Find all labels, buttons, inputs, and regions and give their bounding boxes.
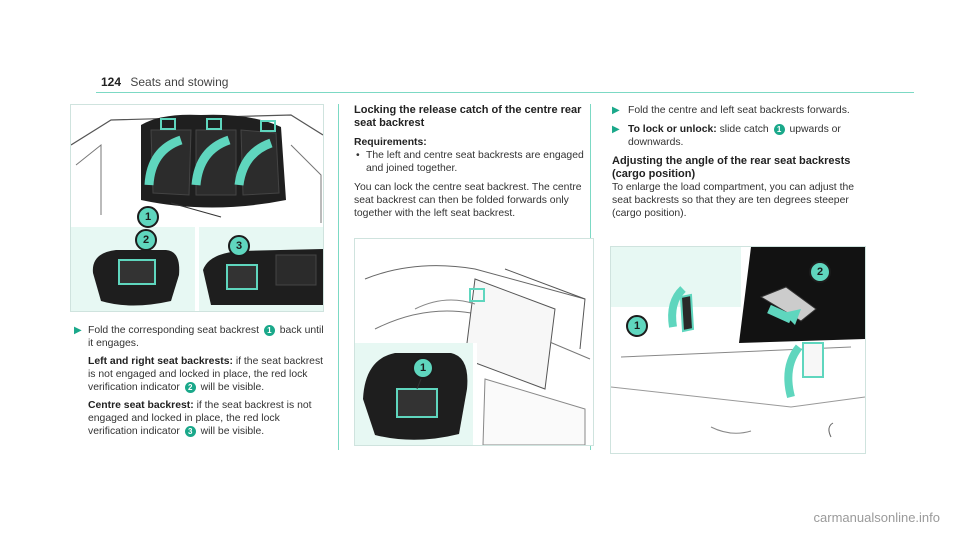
lock-text: slide catch [719, 124, 769, 135]
callout-2: 2 [135, 229, 157, 251]
seat-backrest-illustration [71, 105, 323, 311]
step1-tail: back until it engages. [88, 325, 324, 349]
figure-seat-backrests: 1 2 3 [70, 104, 324, 312]
centre-catch-illustration [355, 239, 593, 445]
callout-2-right: 2 [809, 261, 831, 283]
page-number: 124 [101, 75, 122, 89]
figure-centre-backrest-catch: 1 [354, 238, 594, 446]
callout-1-middle: 1 [412, 357, 434, 379]
badge-1: 1 [263, 324, 275, 336]
requirements-label: Requirements: [354, 137, 427, 148]
figure-cargo-position: 1 2 [610, 246, 866, 454]
centre-text: if the seat backrest is not engaged and … [88, 400, 312, 437]
step-arrow-icon-3: ▶ [612, 124, 620, 135]
centre-label: Centre seat backrest: [88, 400, 194, 411]
badge-2: 2 [184, 381, 196, 393]
step-fold-centre-left: ▶ Fold the centre and left seat backrest… [612, 104, 874, 117]
badge-3: 3 [184, 425, 196, 437]
callout-3: 3 [228, 235, 250, 257]
column-rule-1 [338, 104, 339, 450]
fold-step-text: Fold the centre and left seat backrests … [628, 105, 850, 116]
centre-tail: will be visible. [200, 426, 265, 437]
left-right-tail: will be visible. [200, 382, 265, 393]
step-lock-unlock: ▶ To lock or unlock: slide catch 1 upwar… [612, 123, 874, 149]
callout-1: 1 [137, 206, 159, 228]
watermark: carmanualsonline.info [813, 510, 940, 525]
left-right-note: Left and right seat backrests: if the se… [88, 355, 326, 394]
section-title: Seats and stowing [130, 75, 229, 89]
left-right-text: if the seat backrest is not engaged and … [88, 356, 324, 393]
cargo-paragraph: To enlarge the load compartment, you can… [612, 182, 855, 219]
requirement-item: The left and centre seat backrests are e… [354, 149, 586, 175]
locking-paragraph: You can lock the centre seat backrest. T… [354, 182, 582, 219]
left-instructions: ▶ Fold the corresponding seat backrest 1… [74, 324, 326, 443]
lock-label: To lock or unlock: [628, 124, 717, 135]
step-fold-backrest: ▶ Fold the corresponding seat backrest 1… [74, 324, 326, 350]
callout-1-right: 1 [626, 315, 648, 337]
page-header: 124 Seats and stowing [101, 75, 228, 89]
step-arrow-icon-2: ▶ [612, 105, 620, 116]
badge-1-right: 1 [773, 123, 785, 135]
step-arrow-icon: ▶ [74, 325, 82, 336]
middle-text-block: Locking the release catch of the centre … [354, 104, 586, 225]
step1-text: Fold the corresponding seat backrest [88, 325, 259, 336]
centre-note: Centre seat backrest: if the seat backre… [88, 399, 326, 438]
header-rule [96, 92, 914, 93]
locking-heading: Locking the release catch of the centre … [354, 104, 582, 129]
left-right-label: Left and right seat backrests: [88, 356, 233, 367]
right-text-block: ▶ Fold the centre and left seat backrest… [612, 104, 874, 225]
lock-tail: upwards or downwards. [628, 124, 841, 148]
cargo-heading: Adjusting the angle of the rear seat bac… [612, 155, 851, 180]
